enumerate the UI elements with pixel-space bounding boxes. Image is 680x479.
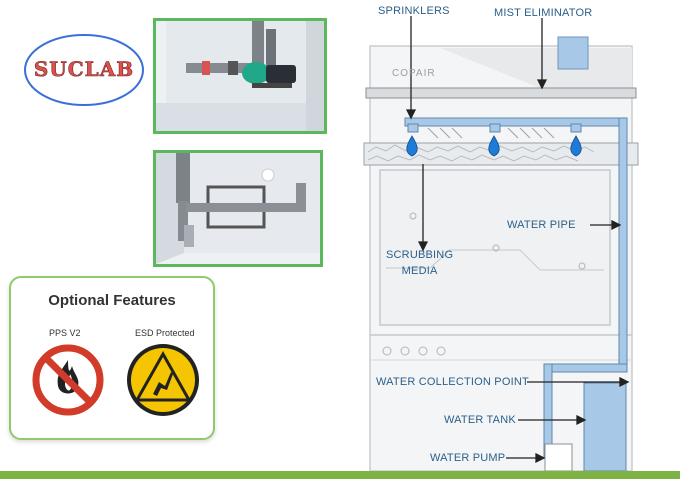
collection-pipe [543,363,628,373]
suclab-logo: SUCLAB [22,32,146,108]
hood-brand-text: COPAIR [392,68,436,79]
water-tank [583,382,627,472]
sprinkler-heads [407,123,582,133]
sprinkler-pipe [404,117,628,127]
label-water-pump: WATER PUMP [430,452,506,464]
label-water-collection-point: WATER COLLECTION POINT [376,376,529,388]
feature-label-pps: PPS V2 [49,328,81,338]
water-pump [544,443,573,472]
water-drops [406,135,582,157]
optional-features-title: Optional Features [48,292,176,309]
label-mist-eliminator: MIST ELIMINATOR [494,7,593,19]
label-water-tank: WATER TANK [444,414,516,426]
logo-text: SUCLAB [33,57,135,82]
mist-eliminator-box [557,36,589,70]
feature-label-esd: ESD Protected [135,328,195,338]
pump-photo [153,18,327,134]
esd-warning-icon [125,342,201,423]
label-scrubbing-media: SCRUBBING MEDIA [386,249,454,277]
optional-features-panel: Optional Features PPS V2 ESD Protected [9,276,215,440]
sash-window [379,169,611,326]
bottom-bar [0,471,680,479]
label-sprinklers: SPRINKLERS [378,5,450,17]
label-water-pipe: WATER PIPE [507,219,576,231]
water-pipe [618,117,628,373]
no-fire-icon [32,344,104,421]
drain-pipe-photo [153,150,323,267]
top-rail [365,87,637,99]
